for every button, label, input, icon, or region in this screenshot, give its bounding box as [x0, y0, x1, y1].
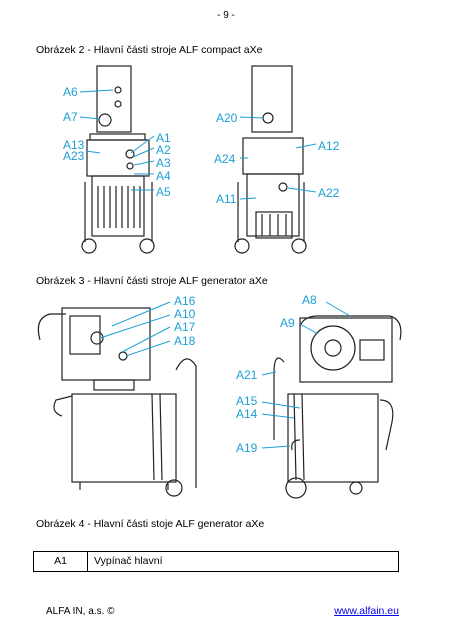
- footer-website-link[interactable]: www.alfain.eu: [334, 605, 399, 617]
- label-a11: A11: [216, 192, 237, 206]
- figure-3-drawing: A16 A10 A17 A18 A8 A9 A21 A15 A14 A19: [37, 293, 402, 499]
- figure-4-caption: Obrázek 4 - Hlavní části stoje ALF gener…: [36, 518, 265, 530]
- label-a1: A1: [156, 131, 171, 145]
- label-a4: A4: [156, 169, 171, 183]
- label-a20: A20: [216, 111, 238, 125]
- label-a8: A8: [302, 293, 317, 307]
- label-a19: A19: [236, 441, 258, 455]
- label-a5: A5: [156, 185, 171, 199]
- label-a12: A12: [318, 139, 340, 153]
- page-number: - 9 -: [217, 10, 235, 21]
- label-a23: A23: [63, 149, 85, 163]
- label-a7: A7: [63, 110, 78, 124]
- figure-2-caption: Obrázek 2 - Hlavní části stroje ALF comp…: [36, 44, 263, 56]
- label-a13: A13: [63, 138, 85, 152]
- label-a15: A15: [236, 394, 258, 408]
- label-a2: A2: [156, 143, 171, 157]
- label-a16: A16: [174, 294, 196, 308]
- label-a22: A22: [318, 186, 340, 200]
- label-a18: A18: [174, 334, 196, 348]
- footer-company: ALFA IN, a.s. ©: [46, 606, 115, 617]
- label-a6: A6: [63, 85, 78, 99]
- label-a17: A17: [174, 320, 196, 334]
- table-cell-description: Vypínač hlavní: [94, 555, 163, 567]
- label-a24: A24: [214, 152, 236, 166]
- figure-2-drawing: A6 A7 A13 A23 A1 A2 A3 A4 A5 A20 A12 A24…: [63, 65, 340, 254]
- label-a14: A14: [236, 407, 258, 421]
- figure-3-caption: Obrázek 3 - Hlavní části stroje ALF gene…: [36, 275, 268, 287]
- label-a21: A21: [236, 368, 258, 382]
- table-cell-code: A1: [34, 552, 88, 571]
- label-a3: A3: [156, 156, 171, 170]
- label-a10: A10: [174, 307, 196, 321]
- parts-table: A1 Vypínač hlavní: [33, 551, 399, 572]
- label-a9: A9: [280, 316, 295, 330]
